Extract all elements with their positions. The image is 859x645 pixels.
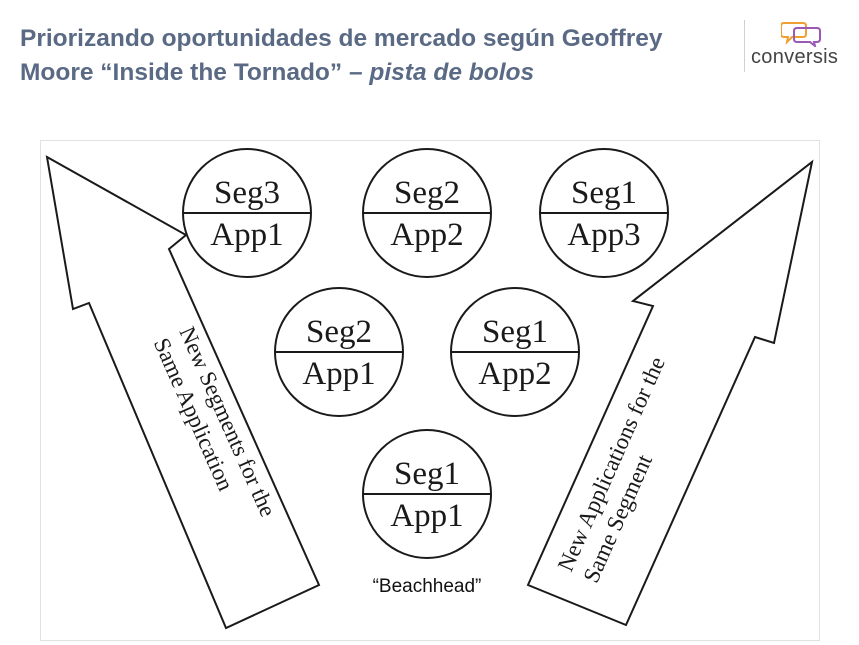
pin-seg1-app3: Seg1 App3: [539, 148, 669, 278]
left-arrow: [45, 155, 321, 630]
page-title: Priorizando oportunidades de mercado seg…: [20, 22, 740, 90]
pin-application-label: App2: [478, 356, 551, 392]
pin-segment-label: Seg2: [394, 175, 460, 211]
pin-segment-label: Seg1: [571, 175, 637, 211]
title-dash: –: [348, 59, 370, 86]
title-line-2: Moore “Inside the Tornado” – pista de bo…: [20, 56, 740, 90]
pin-seg2-app1: Seg2 App1: [274, 287, 404, 417]
pin-segment-label: Seg1: [482, 314, 548, 350]
bowling-alley-diagram: New Segments for the Same Application Ne…: [40, 140, 820, 641]
pin-application-label: App3: [567, 217, 640, 253]
pin-seg3-app1: Seg3 App1: [182, 148, 312, 278]
pin-segment-label: Seg2: [306, 314, 372, 350]
title-line-2-text: Moore “Inside the Tornado”: [20, 59, 349, 86]
pin-seg1-app1-beachhead: Seg1 App1: [362, 429, 492, 559]
diagram-canvas: New Segments for the Same Application Ne…: [45, 148, 814, 630]
pin-segment-label: Seg3: [214, 175, 280, 211]
title-italic: pista de bolos: [369, 59, 535, 86]
beachhead-label: “Beachhead”: [373, 576, 482, 597]
chat-bubbles-icon: [781, 22, 821, 47]
right-arrow: [526, 159, 814, 627]
pin-application-label: App1: [210, 217, 283, 253]
pin-application-label: App2: [390, 217, 463, 253]
pin-segment-label: Seg1: [394, 456, 460, 492]
conversis-logo: conversis: [744, 20, 857, 72]
logo-text: conversis: [751, 46, 839, 68]
pin-application-label: App1: [390, 498, 463, 534]
pin-seg1-app2: Seg1 App2: [450, 287, 580, 417]
pin-seg2-app2: Seg2 App2: [362, 148, 492, 278]
pin-application-label: App1: [302, 356, 375, 392]
title-line-1: Priorizando oportunidades de mercado seg…: [20, 25, 663, 52]
